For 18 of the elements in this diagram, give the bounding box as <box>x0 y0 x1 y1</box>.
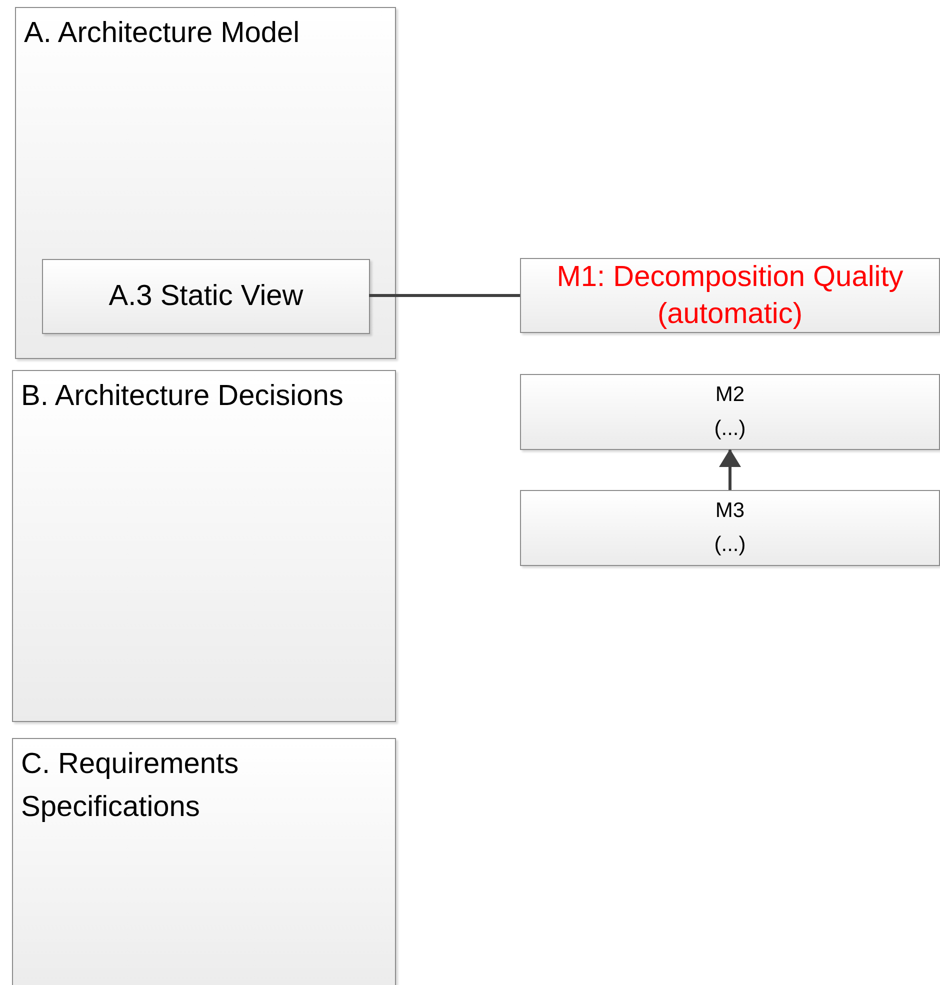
section-title: B. Architecture Decisions <box>20 379 344 414</box>
process-box <box>520 258 940 333</box>
section-box <box>15 7 396 359</box>
section-title: C. Requirements Specifications <box>20 747 240 825</box>
process-box <box>42 259 370 334</box>
box-label: (...) <box>714 416 746 442</box>
section-title: A. Architecture Model <box>23 16 301 51</box>
box-label: (...) <box>714 532 746 558</box>
box-label: M3 <box>715 498 745 524</box>
section-box <box>12 370 396 722</box>
connector-line <box>369 294 520 297</box>
box-label: M1: Decomposition Quality (automatic) <box>556 260 904 332</box>
box-label: A.3 Static View <box>108 279 304 314</box>
process-box <box>520 490 940 566</box>
box-label: M2 <box>715 382 745 408</box>
section-box <box>12 738 396 985</box>
process-box <box>520 374 940 450</box>
arrow <box>719 449 741 490</box>
